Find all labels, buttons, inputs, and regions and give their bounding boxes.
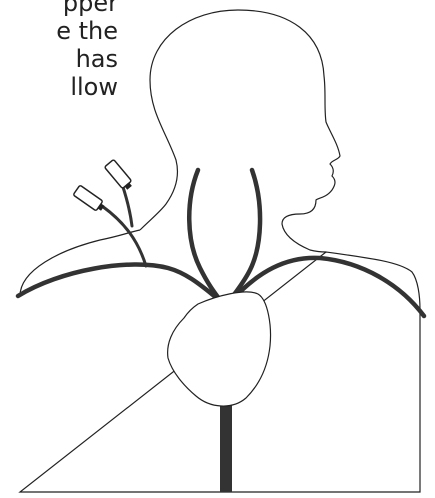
caption-text: pper e the has llow [0,0,118,101]
caption-line-3: has [0,45,118,73]
caption-line-2: e the [0,17,118,45]
head-and-neck-outline [140,10,340,252]
caption-line-1: pper [0,0,118,17]
catheter-cap-2 [104,159,134,191]
catheter-tube-2 [122,184,132,226]
catheter-cap-1 [73,185,106,213]
caption-line-4: llow [0,73,118,101]
